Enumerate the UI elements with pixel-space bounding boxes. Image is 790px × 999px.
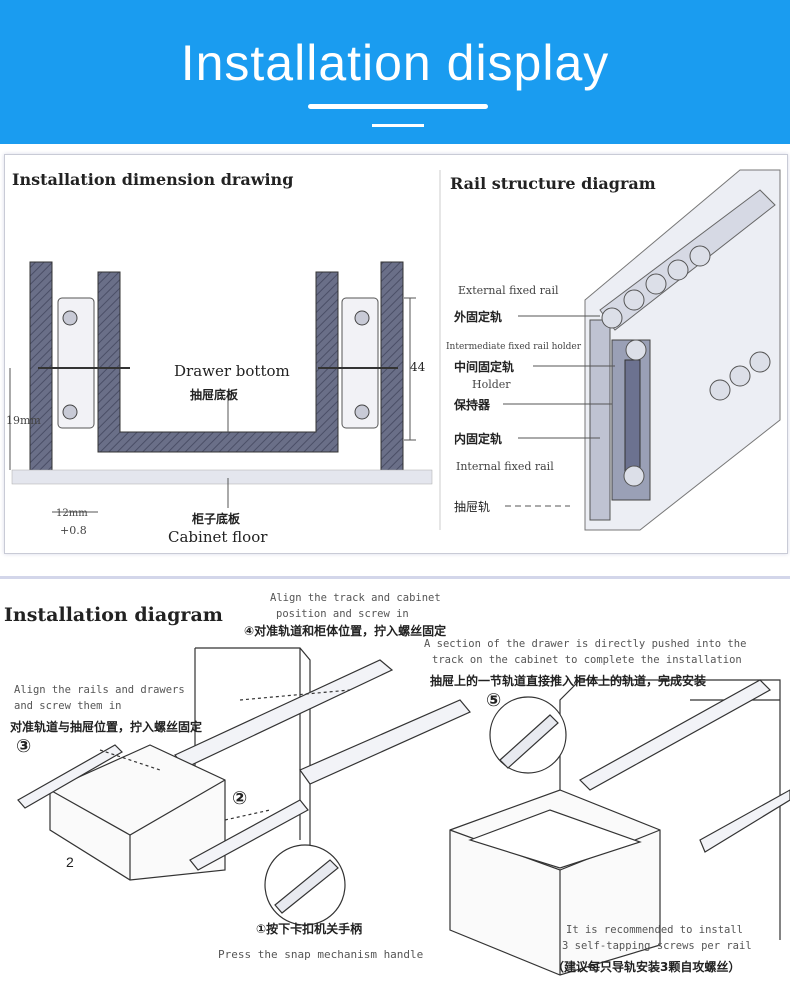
step5-cn-text: 抽屉上的一节轨道直接推入柜体上的轨道，完成安装 [430,674,707,688]
bottom-panel [0,576,790,999]
step4-text-1: Align the track and cabinet [270,592,441,604]
external-rail-label: External fixed rail [458,284,559,297]
recommend-text-2: 3 self-tapping screws per rail [562,940,752,952]
dim-12-label: 12mm [56,508,88,519]
header-banner: Installation display [0,0,790,144]
dim-19-label: 19mm [6,414,41,427]
external-rail-cn-label: 外固定轨 [454,310,503,324]
step5-text-2: track on the cabinet to complete the ins… [432,654,742,666]
intermediate-rail-cn-label: 中间固定轨 [454,360,515,374]
cabinet-floor-label: Cabinet floor [168,528,268,546]
dim-08-label: +0.8 [60,524,87,537]
drawer-bottom-label: Drawer bottom [174,362,290,380]
internal-rail-label: Internal fixed rail [456,460,554,473]
step3-text-1: Align the rails and drawers [14,684,185,696]
dimension-drawing [9,261,433,513]
drawer-bottom-cn-label: 抽屉底板 [190,388,239,402]
internal-rail-cn-label: 内固定轨 [454,432,503,446]
dimension-drawing-title: Installation dimension drawing [12,170,294,189]
cabinet-floor-cn-label: 柜子底板 [192,512,241,526]
recommend-text-1: It is recommended to install [566,924,744,936]
installation-diagram-title: Installation diagram [4,604,223,626]
intermediate-rail-label: Intermediate fixed rail holder [446,342,582,352]
title-underline [308,104,488,109]
step4-cn-text: ④对准轨道和柜体位置，拧入螺丝固定 [244,624,447,638]
holder-label: Holder [472,378,511,391]
step5-number: ⑤ [486,690,502,711]
step3-number: ③ [16,736,32,757]
step4-text-2: position and screw in [276,608,409,620]
step1-text: Press the snap mechanism handle [218,948,424,961]
rail-structure-title: Rail structure diagram [450,174,656,193]
step3-cn-text: 对准轨道与抽屉位置，拧入螺丝固定 [10,720,203,734]
recommend-cn-text: （建议每只导轨安装3颗自攻螺丝） [552,960,741,974]
step3-text-2: and screw them in [14,700,122,712]
step2-number: ② [232,788,248,809]
rail-structure-drawing [503,169,781,531]
holder-cn-label: 保持器 [454,398,491,412]
title-underline-short [372,124,424,127]
installation-drawing [17,647,790,976]
step1-cn-text: ①按下卡扣机关手柄 [256,922,363,936]
drawer-rail-cn-label: 抽屉轨 [454,500,491,514]
step5-text-1: A section of the drawer is directly push… [424,638,747,650]
page-title: Installation display [180,35,610,91]
dim-44-label: 44 [410,360,426,374]
drawer-number: 2 [66,854,74,870]
